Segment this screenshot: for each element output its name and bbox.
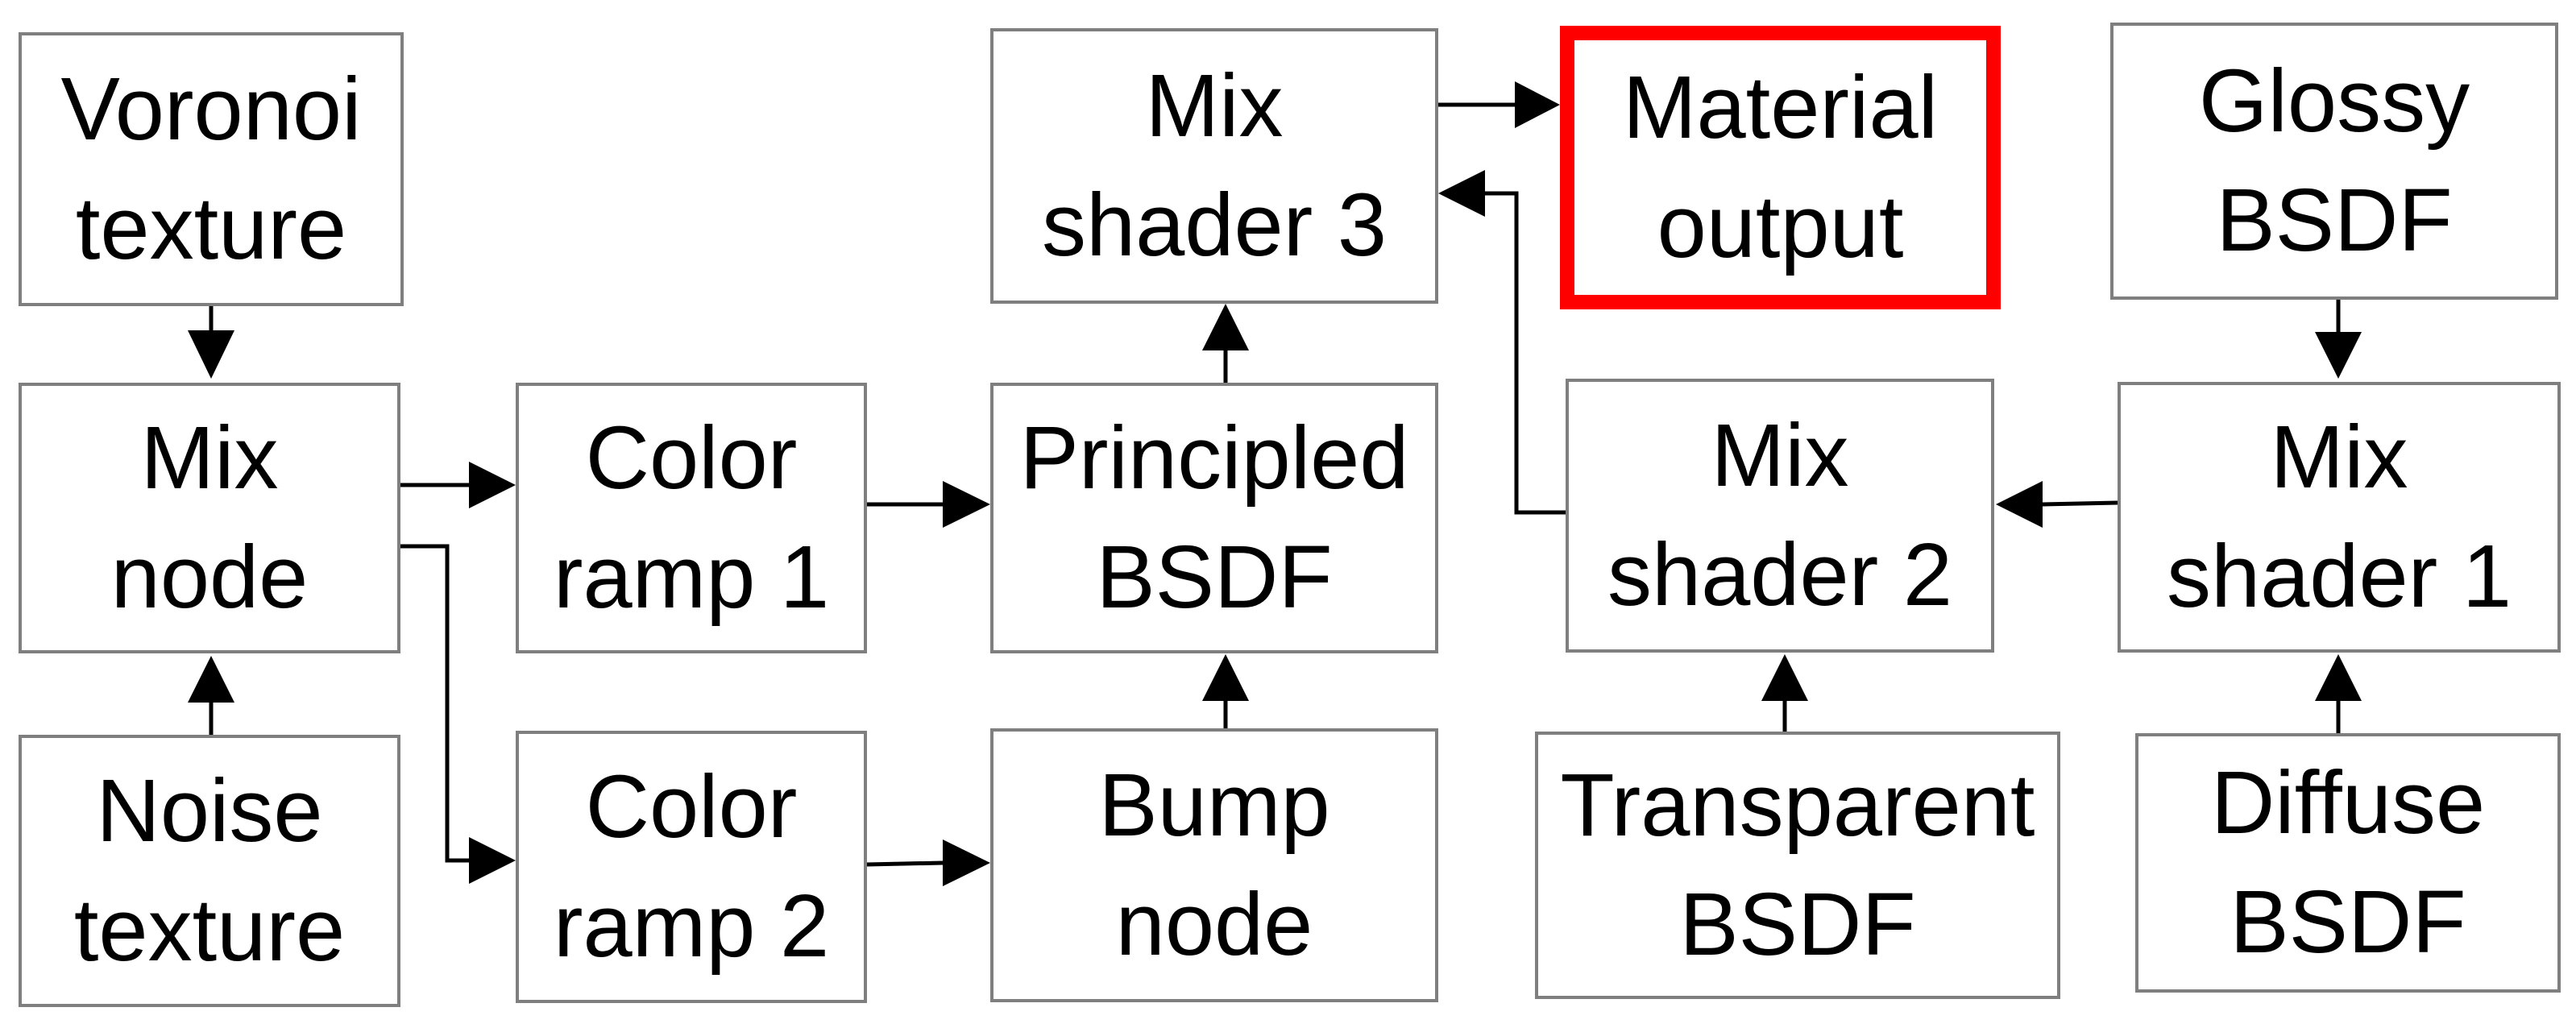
- node-label-line2: BSDF: [2216, 171, 2453, 270]
- node-material-output: Material output: [1560, 26, 2001, 309]
- arrowhead: [1438, 170, 1485, 217]
- node-label-line1: Principled: [1019, 408, 1409, 508]
- node-label-line1: Noise: [96, 761, 323, 860]
- node-label-line1: Material: [1622, 58, 1939, 157]
- node-label-line2: shader 3: [1041, 176, 1388, 275]
- node-label-line2: shader 1: [2166, 527, 2512, 626]
- node-glossy-bsdf: Glossy BSDF: [2110, 23, 2558, 300]
- node-label-line2: output: [1657, 177, 1904, 276]
- node-label-line1: Color: [585, 408, 798, 508]
- arrowhead: [1515, 81, 1560, 128]
- node-label-line1: Bump: [1098, 756, 1330, 855]
- edge-mix-shader-2-to-mix-shader-3: [1485, 191, 1566, 515]
- node-bump-node: Bump node: [990, 728, 1438, 1002]
- node-label-line1: Mix: [1711, 406, 1849, 505]
- node-mix-shader-1: Mix shader 1: [2118, 382, 2561, 653]
- node-label-line2: BSDF: [1679, 875, 1916, 974]
- node-label-line1: Mix: [1145, 56, 1284, 155]
- node-label-line1: Glossy: [2198, 52, 2470, 151]
- node-mix-shader-2: Mix shader 2: [1566, 379, 1994, 653]
- node-noise-texture: Noise texture: [19, 735, 400, 1007]
- node-label-line2: texture: [73, 881, 346, 980]
- node-label-line2: BSDF: [1096, 528, 1333, 627]
- node-label-line1: Transparent: [1560, 756, 2035, 855]
- node-label-line1: Color: [585, 757, 798, 856]
- node-label-line2: texture: [75, 179, 347, 278]
- arrowhead: [469, 462, 516, 508]
- node-principled-bsdf: Principled BSDF: [990, 383, 1438, 653]
- node-label-line1: Mix: [2270, 408, 2408, 507]
- node-color-ramp-1: Color ramp 1: [516, 383, 867, 653]
- node-label-line2: node: [110, 528, 309, 627]
- node-label-line2: node: [1115, 875, 1313, 974]
- arrowhead: [1202, 304, 1249, 350]
- node-mix-shader-3: Mix shader 3: [990, 28, 1438, 304]
- arrowhead: [1996, 481, 2043, 528]
- arrowhead: [469, 837, 516, 884]
- node-transparent-bsdf: Transparent BSDF: [1535, 732, 2060, 999]
- arrowhead: [2315, 332, 2362, 379]
- node-label-line2: ramp 1: [553, 528, 830, 627]
- node-label-line2: shader 2: [1607, 525, 1953, 624]
- node-voronoi-texture: Voronoi texture: [19, 32, 404, 306]
- node-label-line1: Diffuse: [2210, 753, 2486, 852]
- node-color-ramp-2: Color ramp 2: [516, 731, 867, 1003]
- node-mix-node: Mix node: [19, 383, 400, 653]
- arrowhead: [943, 481, 990, 528]
- node-diffuse-bsdf: Diffuse BSDF: [2135, 733, 2561, 993]
- edge-mix-shader-1-to-mix-shader-2: [2042, 500, 2118, 507]
- arrowhead: [1202, 654, 1249, 701]
- edge-mix-node-to-color-ramp-2: [400, 544, 469, 863]
- node-label-line1: Mix: [140, 408, 279, 508]
- edge-color-ramp-2-to-bump: [866, 860, 944, 867]
- node-label-line2: ramp 2: [553, 877, 830, 976]
- arrowhead: [188, 656, 234, 703]
- arrowhead: [188, 330, 234, 379]
- node-label-line2: BSDF: [2230, 873, 2466, 972]
- arrowhead: [2315, 654, 2362, 701]
- node-label-line1: Voronoi: [60, 60, 362, 159]
- arrowhead: [943, 840, 990, 886]
- arrowhead: [1761, 654, 1808, 701]
